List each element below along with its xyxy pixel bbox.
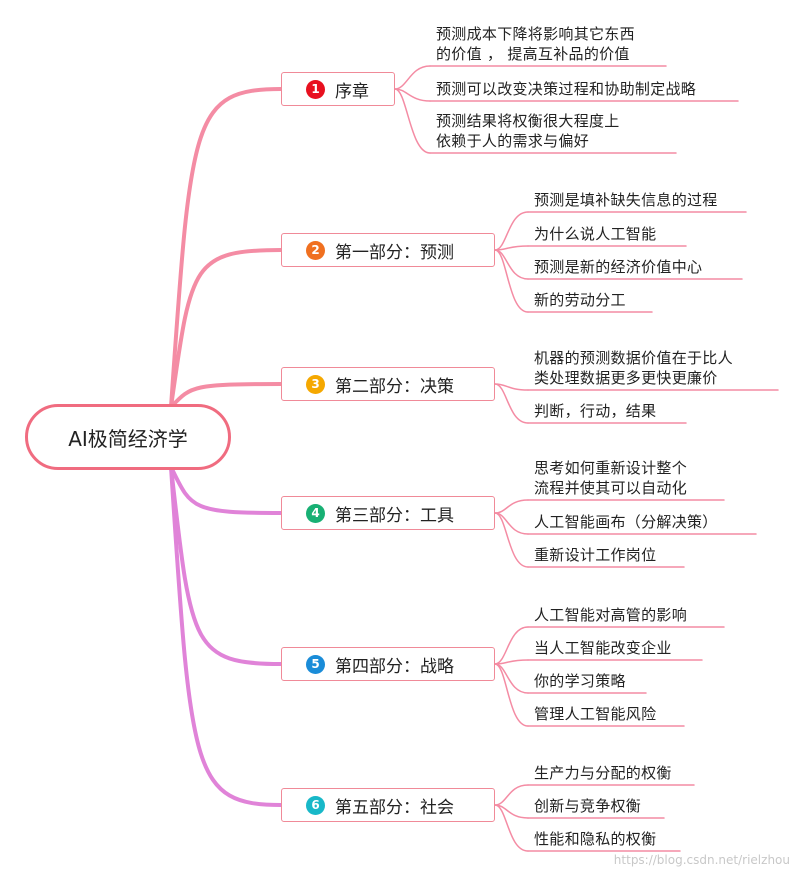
leaf-text[interactable]: 为什么说人工智能 xyxy=(534,225,657,243)
number-badge: 4 xyxy=(306,503,325,523)
number-badge: 1 xyxy=(306,79,325,99)
leaf-connector xyxy=(394,65,431,90)
leaf-text[interactable]: 你的学习策略 xyxy=(534,672,626,690)
number-badge: 6 xyxy=(306,795,325,815)
leaf-text[interactable]: 管理人工智能风险 xyxy=(534,705,657,723)
watermark: https://blog.csdn.net/rielzhou xyxy=(613,853,790,867)
branch-connector xyxy=(169,248,283,409)
branch-node-3[interactable]: 3 第二部分：决策 xyxy=(281,367,495,401)
branch-node-6[interactable]: 6 第五部分：社会 xyxy=(281,788,495,822)
leaf-connector xyxy=(494,211,529,251)
branch-connector xyxy=(169,87,283,409)
leaf-connector xyxy=(494,249,529,313)
leaf-connector xyxy=(494,499,529,514)
branch-label: 第一部分：预测 xyxy=(335,242,454,263)
branch-node-1[interactable]: 1 序章 xyxy=(281,72,395,106)
root-label: AI极简经济学 xyxy=(68,426,188,451)
branch-connector xyxy=(169,465,283,515)
leaf-text[interactable]: 预测成本下降将影响其它东西 xyxy=(436,25,635,43)
leaf-text[interactable]: 判断，行动，结果 xyxy=(534,402,657,420)
leaf-text[interactable]: 预测是填补缺失信息的过程 xyxy=(534,191,718,209)
leaf-connector xyxy=(394,88,431,154)
leaf-text[interactable]: 依赖于人的需求与偏好 xyxy=(436,132,590,150)
leaf-text[interactable]: 人工智能画布（分解决策） xyxy=(534,513,718,531)
branch-node-2[interactable]: 2 第一部分：预测 xyxy=(281,233,495,267)
leaf-text[interactable]: 机器的预测数据价值在于比人 xyxy=(534,349,733,367)
leaf-text[interactable]: 重新设计工作岗位 xyxy=(534,546,657,564)
leaf-text[interactable]: 预测可以改变决策过程和协助制定战略 xyxy=(436,80,697,98)
leaf-connector xyxy=(494,784,529,806)
branch-node-4[interactable]: 4 第三部分：工具 xyxy=(281,496,495,530)
leaf-text[interactable]: 的价值 ， 提高互补品的价值 xyxy=(436,45,630,63)
branch-node-5[interactable]: 5 第四部分：战略 xyxy=(281,647,495,681)
number-badge: 5 xyxy=(306,654,325,674)
leaf-connector xyxy=(494,804,529,852)
branch-connector xyxy=(169,465,283,807)
branch-connector xyxy=(169,382,283,409)
branch-label: 第三部分：工具 xyxy=(335,505,454,526)
leaf-text[interactable]: 流程并使其可以自动化 xyxy=(534,479,688,497)
branch-label: 第四部分：战略 xyxy=(335,656,454,677)
leaf-connector xyxy=(494,663,529,727)
leaf-connector xyxy=(494,512,529,568)
leaf-connector xyxy=(494,383,529,424)
number-badge: 2 xyxy=(306,240,325,260)
leaf-text[interactable]: 生产力与分配的权衡 xyxy=(534,764,672,782)
branch-connector xyxy=(169,465,283,666)
branch-label: 第二部分：决策 xyxy=(335,376,454,397)
leaf-connector xyxy=(494,626,529,665)
leaf-text[interactable]: 思考如何重新设计整个 xyxy=(534,459,688,477)
root-node[interactable]: AI极简经济学 xyxy=(25,404,231,470)
leaf-text[interactable]: 性能和隐私的权衡 xyxy=(534,830,657,848)
leaf-text[interactable]: 人工智能对高管的影响 xyxy=(534,606,688,624)
leaf-text[interactable]: 新的劳动分工 xyxy=(534,291,626,309)
leaf-text[interactable]: 当人工智能改变企业 xyxy=(534,639,672,657)
number-badge: 3 xyxy=(306,374,325,394)
leaf-text[interactable]: 创新与竞争权衡 xyxy=(534,797,642,815)
branch-label: 第五部分：社会 xyxy=(335,797,454,818)
leaf-text[interactable]: 预测是新的经济价值中心 xyxy=(534,258,703,276)
leaf-text[interactable]: 类处理数据更多更快更廉价 xyxy=(534,369,718,387)
leaf-text[interactable]: 预测结果将权衡很大程度上 xyxy=(436,112,620,130)
branch-label: 序章 xyxy=(335,81,369,102)
